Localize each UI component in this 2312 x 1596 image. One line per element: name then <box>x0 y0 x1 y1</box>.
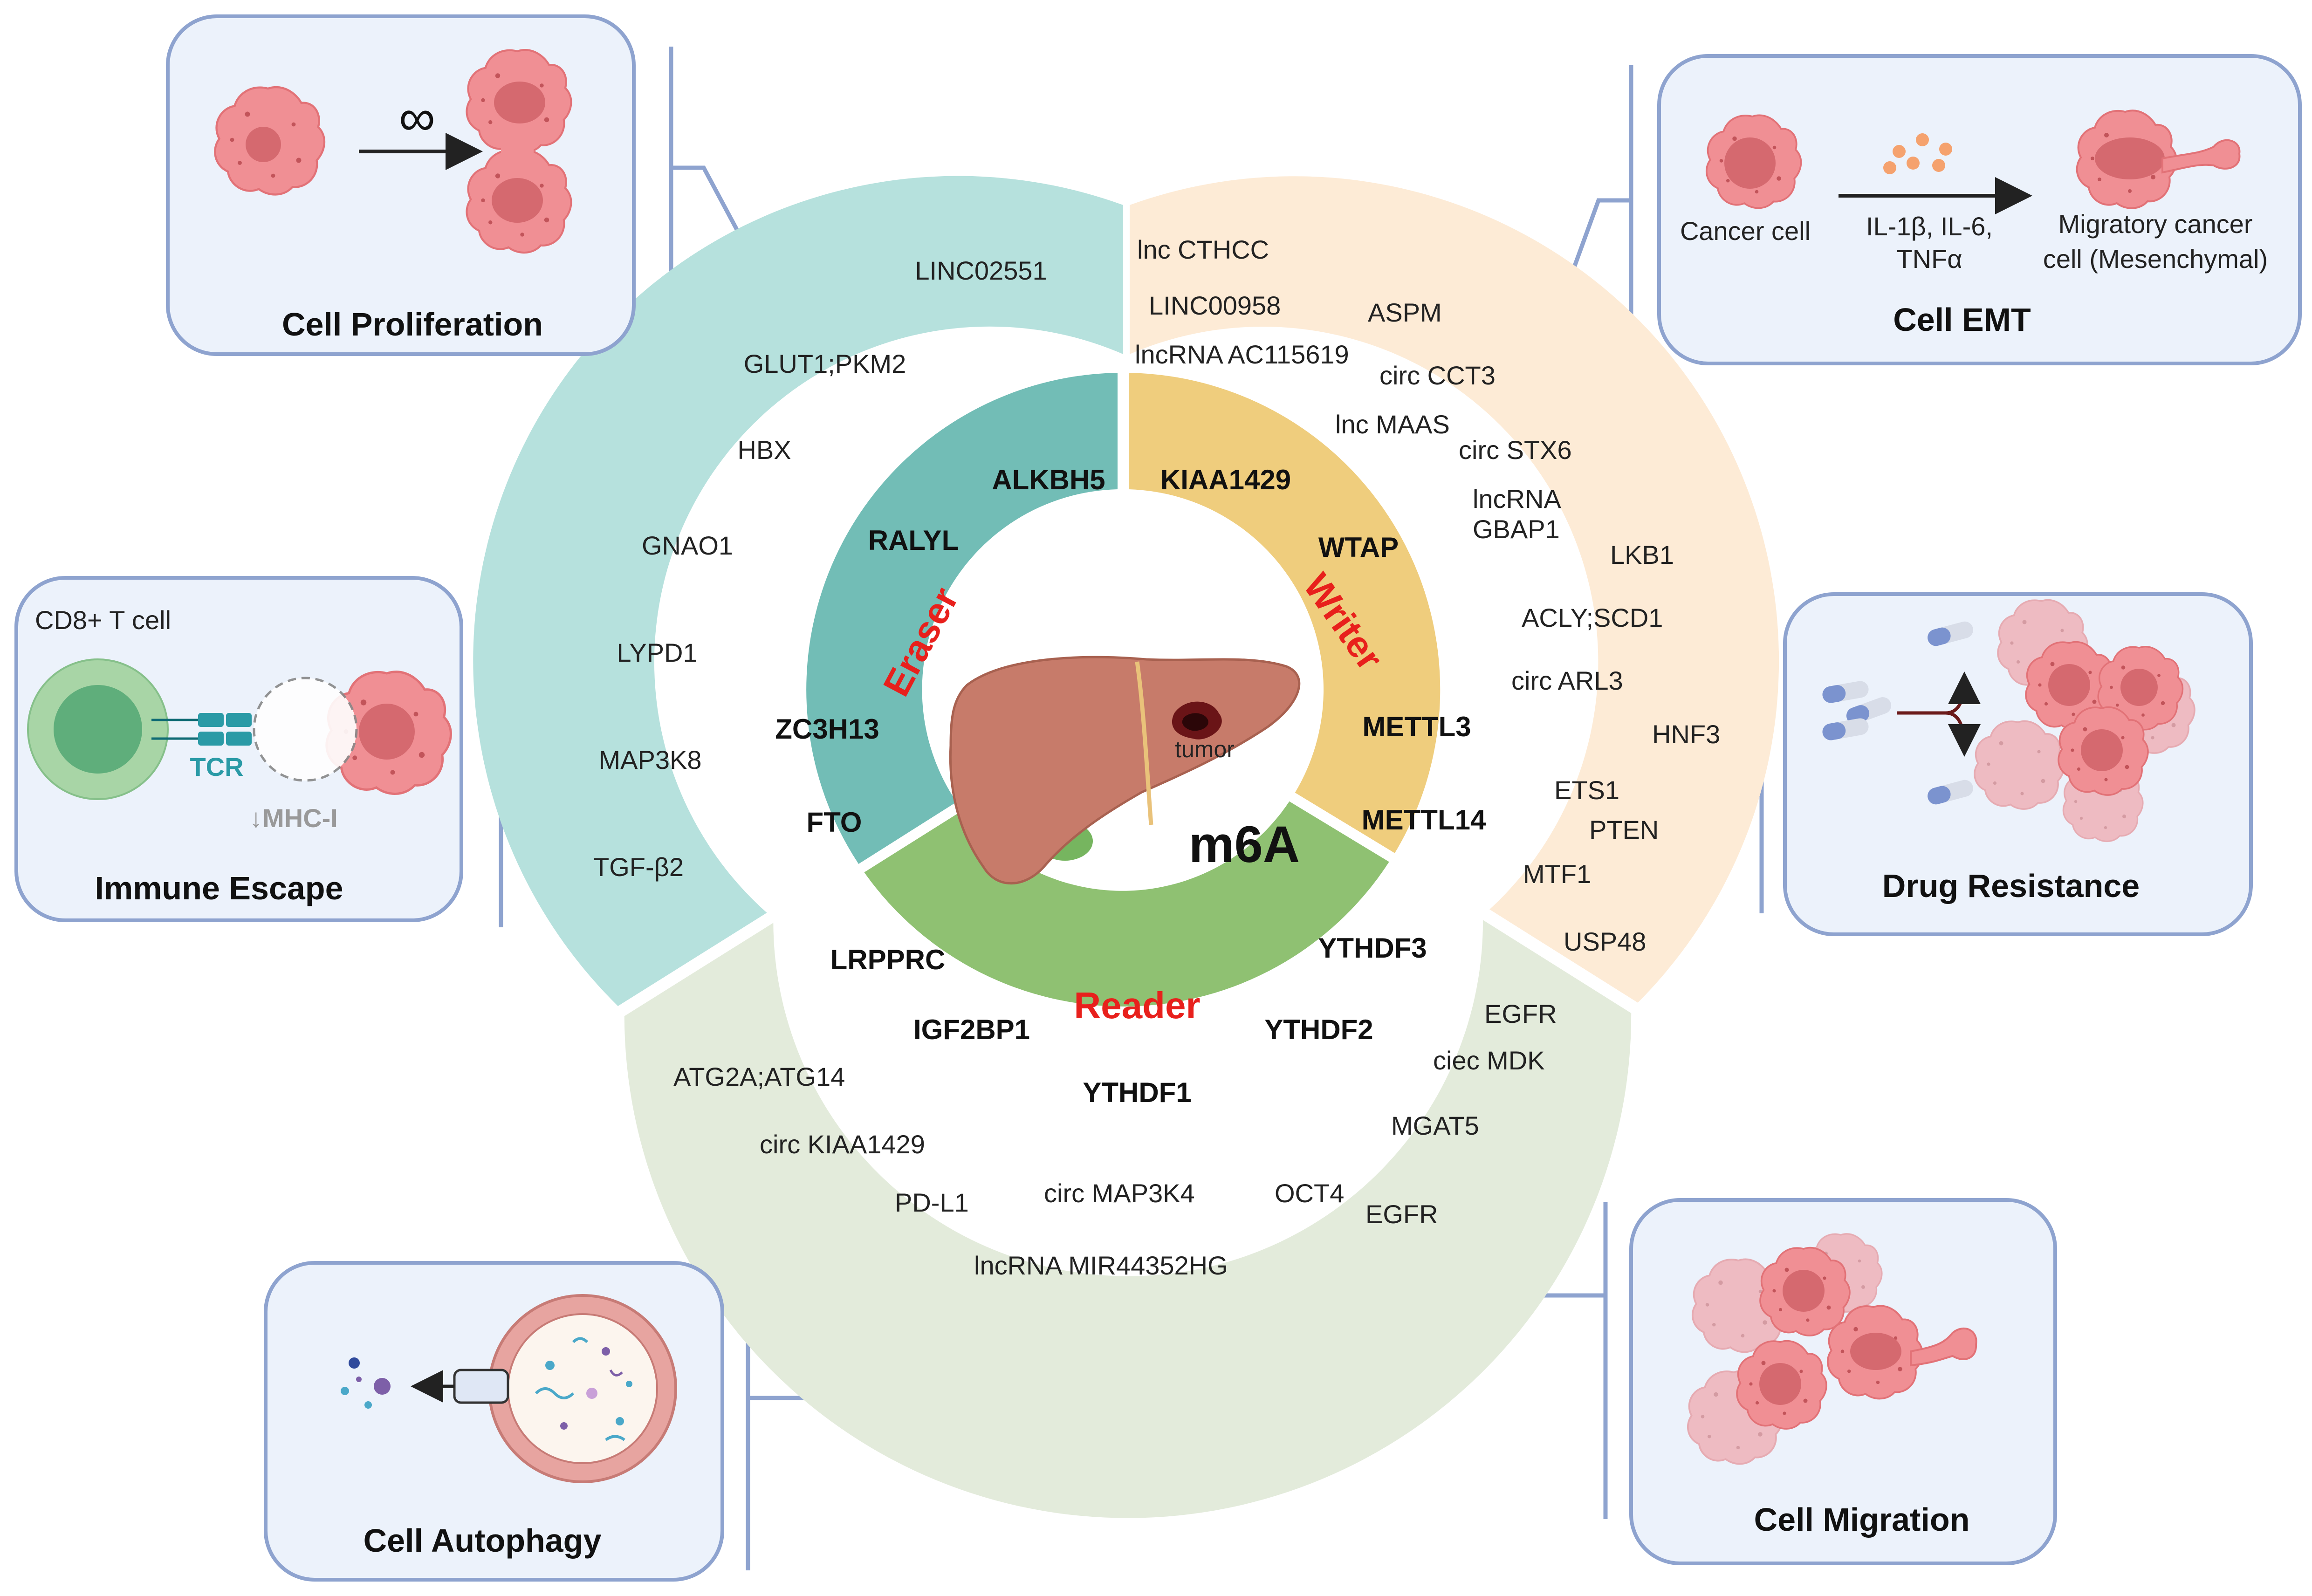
reader-target-label: PD-L1 <box>895 1188 969 1217</box>
reader-target-label: circ MAP3K4 <box>1044 1178 1195 1208</box>
eraser-inner-sector <box>806 373 1118 864</box>
writer-protein-label: METTL3 <box>1362 711 1471 742</box>
writer-target-label: lncRNA AC115619 <box>1135 340 1349 369</box>
cd8-t-cell-label: CD8+ T cell <box>35 605 171 635</box>
autophagosome-contents <box>535 1337 632 1441</box>
tumor-label: tumor <box>1175 736 1235 762</box>
reader-protein-label: IGF2BP1 <box>913 1014 1030 1045</box>
reader-protein-label: YTHDF2 <box>1264 1014 1373 1045</box>
reader-protein-label: LRPPRC <box>830 944 946 975</box>
eraser-target-label: HBX <box>737 435 791 465</box>
writer-inner-sector <box>1129 373 1441 853</box>
cell-emt-title: Cell EMT <box>1893 301 2031 338</box>
reader-outer-sector <box>624 920 1632 1518</box>
migratory-cell-label-line1: Migratory cancer <box>2058 209 2252 239</box>
reader-target-label: MGAT5 <box>1391 1111 1479 1140</box>
cytokine-label-line2: TNFα <box>1896 244 1962 274</box>
writer-target-label: lnc CTHCC <box>1137 235 1269 264</box>
released-molecules-icon <box>341 1357 391 1409</box>
eraser-protein-label: ZC3H13 <box>775 713 879 745</box>
eraser-target-label: TGF-β2 <box>593 852 684 882</box>
immune-escape-title: Immune Escape <box>95 870 343 906</box>
cytokine-label-line1: IL-1β, IL-6, <box>1866 212 1993 241</box>
cell-emt-box: Cancer cell IL-1β, IL-6, TNFα Migratory … <box>1657 54 2302 365</box>
mhc-i-label: ↓MHC-I <box>249 803 338 833</box>
writer-target-label: LINC00958 <box>1149 291 1281 320</box>
writer-target-label: lnc MAAS <box>1335 410 1450 439</box>
reader-target-label: ATG2A;ATG14 <box>673 1062 845 1091</box>
writer-outer-sector <box>1130 176 1779 1003</box>
reader-protein-label: YTHDF1 <box>1083 1077 1191 1108</box>
pill-icons <box>1822 621 1973 805</box>
eraser-target-label: GLUT1;PKM2 <box>744 349 906 378</box>
cell-autophagy-title: Cell Autophagy <box>364 1522 602 1559</box>
reader-target-label: circ KIAA1429 <box>760 1130 925 1159</box>
infinity-symbol: ∞ <box>399 89 435 146</box>
writer-target-label: ETS1 <box>1554 775 1619 805</box>
reader-target-label: EGFR <box>1484 999 1557 1028</box>
immune-escape-box: CD8+ T cell TCR ↓MHC-I Immune Escape <box>14 576 463 922</box>
writer-protein-label: WTAP <box>1318 532 1399 563</box>
eraser-protein-label: FTO <box>807 807 862 838</box>
writer-target-label: GBAP1 <box>1473 514 1560 544</box>
eraser-target-label: MAP3K8 <box>599 745 702 774</box>
writer-target-label: circ STX6 <box>1459 435 1572 465</box>
cell-migration-title: Cell Migration <box>1754 1501 1970 1538</box>
writer-target-label: MTF1 <box>1523 859 1591 889</box>
eraser-protein-label: RALYL <box>868 525 959 556</box>
cytokine-dots <box>1883 133 1952 174</box>
writer-protein-label: METTL14 <box>1362 804 1486 836</box>
writer-target-label: LKB1 <box>1610 540 1674 569</box>
reader-target-label: OCT4 <box>1275 1178 1344 1208</box>
eraser-protein-label: ALKBH5 <box>992 464 1105 495</box>
cell-proliferation-box: ∞ Cell Proliferation <box>166 14 636 356</box>
cell-proliferation-title: Cell Proliferation <box>282 306 543 342</box>
writer-target-label: ACLY;SCD1 <box>1522 603 1663 632</box>
eraser-outer-sector <box>473 176 1123 1006</box>
eraser-target-label: GNAO1 <box>642 531 733 560</box>
tcr-receptor-icon <box>151 713 252 746</box>
m6a-title: m6A <box>1189 816 1300 873</box>
writer-target-label: circ ARL3 <box>1511 666 1623 695</box>
reader-title: Reader <box>1074 985 1200 1026</box>
writer-target-label: HNF3 <box>1652 719 1720 749</box>
eraser-target-label: LYPD1 <box>617 638 697 667</box>
cell-migration-box: Cell Migration <box>1629 1198 2057 1565</box>
reader-protein-label: YTHDF3 <box>1318 932 1427 964</box>
writer-target-label: circ CCT3 <box>1379 361 1496 390</box>
drug-resistance-title: Drug Resistance <box>1882 868 2140 904</box>
cell-autophagy-box: Cell Autophagy <box>264 1261 724 1582</box>
cancer-cell-label: Cancer cell <box>1680 216 1811 246</box>
writer-target-label: ASPM <box>1368 298 1442 327</box>
reader-target-label: EGFR <box>1365 1199 1438 1229</box>
writer-protein-label: KIAA1429 <box>1160 464 1291 495</box>
writer-target-label: PTEN <box>1589 815 1659 844</box>
drug-resistance-box: Drug Resistance <box>1783 592 2253 936</box>
migratory-cell-label-line2: cell (Mesenchymal) <box>2043 244 2268 274</box>
writer-target-label: lncRNA <box>1473 484 1561 514</box>
eraser-target-label: LINC02551 <box>915 256 1047 285</box>
reader-target-label: ciec MDK <box>1433 1046 1545 1075</box>
reader-target-label: lncRNA MIR44352HG <box>974 1251 1228 1280</box>
m6a-ring <box>473 176 1779 1518</box>
writer-target-label: USP48 <box>1564 927 1646 956</box>
liver-illustration <box>949 656 1301 885</box>
tcr-label: TCR <box>190 752 243 781</box>
